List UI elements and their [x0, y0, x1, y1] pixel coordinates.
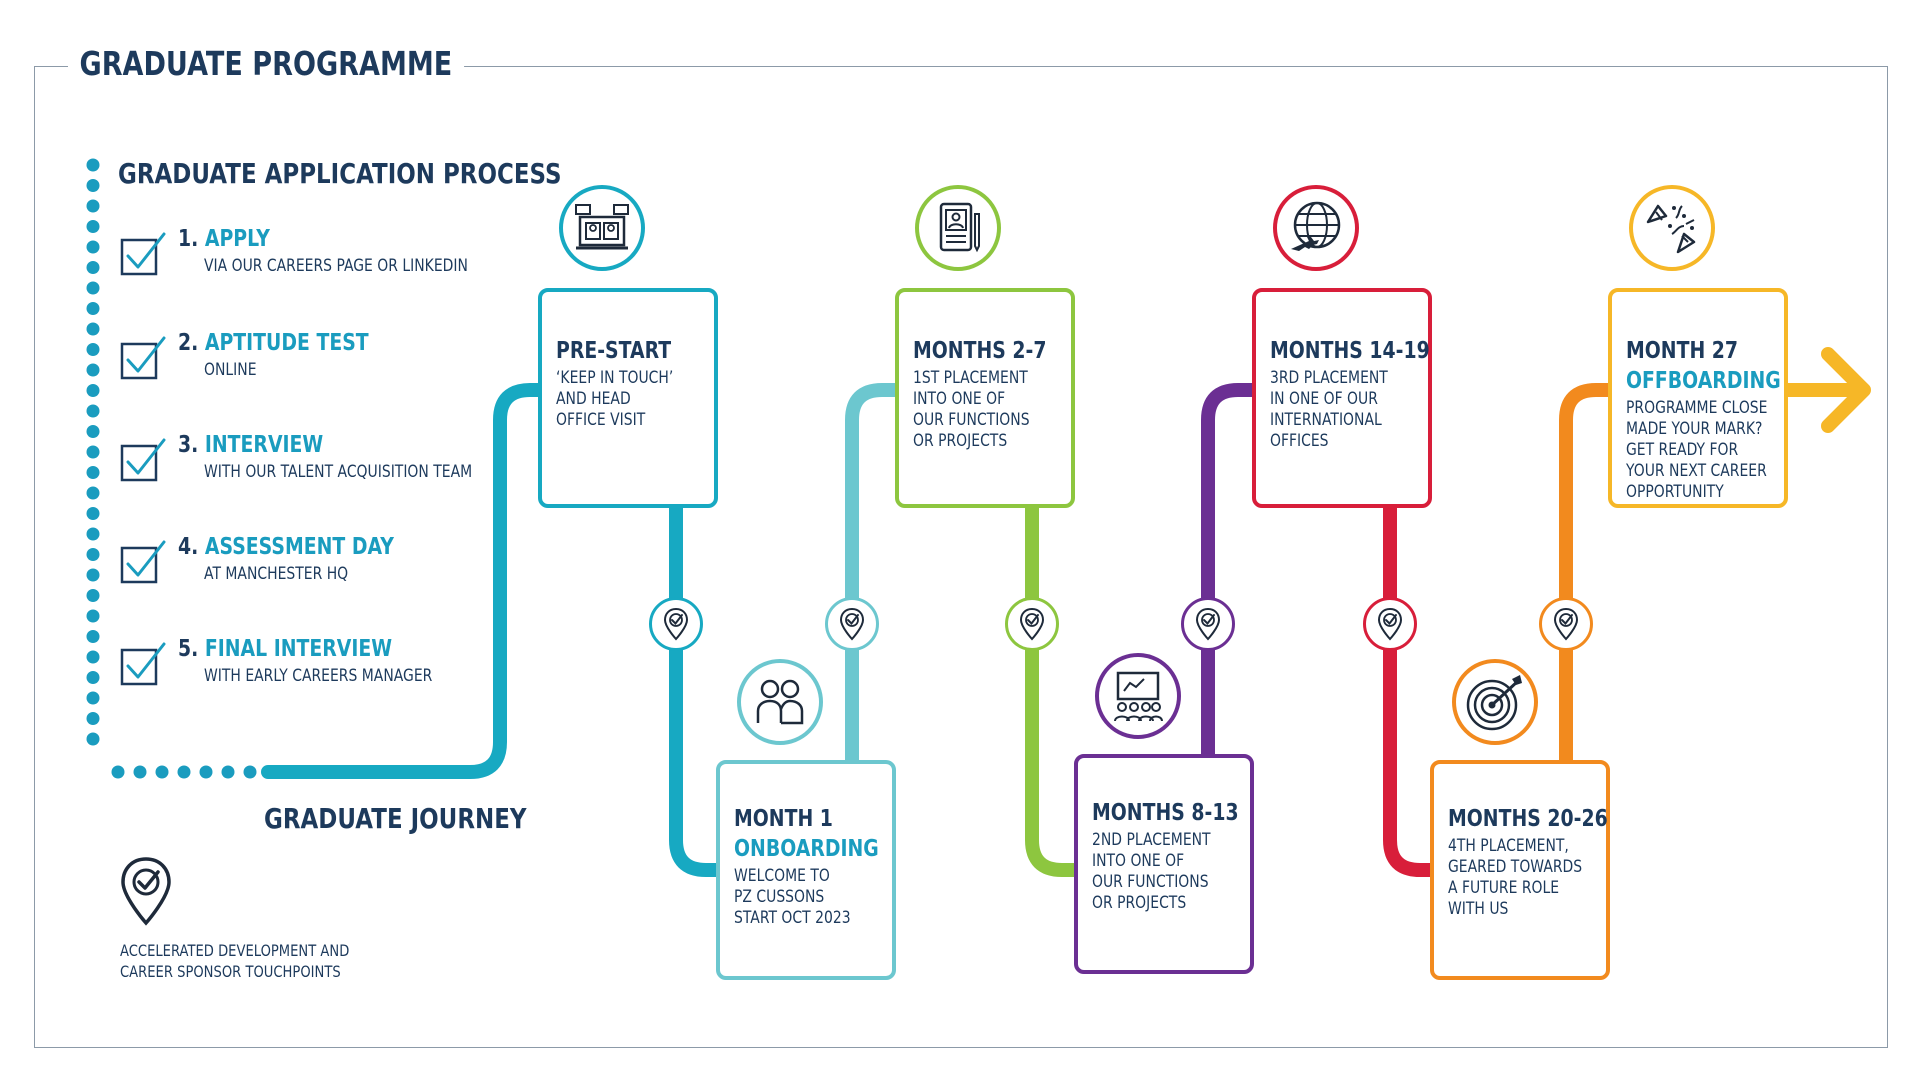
step-description: WITH OUR TALENT ACQUISITION TEAM — [204, 462, 473, 482]
touchpoint-pin-icon — [1363, 597, 1417, 651]
step-description: ONLINE — [204, 360, 257, 380]
video-meeting-icon — [559, 185, 645, 271]
step-heading: 2. APTITUDE TEST — [178, 330, 369, 356]
globe-plane-icon — [1273, 185, 1359, 271]
stage-heading: MONTHS 8-13 — [1092, 800, 1239, 826]
application-step: 1. APPLY VIA OUR CAREERS PAGE OR LINKEDIN — [120, 226, 540, 296]
application-process-title: GRADUATE APPLICATION PROCESS — [118, 157, 562, 190]
step-heading: 1. APPLY — [178, 226, 270, 252]
presentation-icon — [1095, 653, 1181, 739]
legend-text: ACCELERATED DEVELOPMENT AND CAREER SPONS… — [120, 941, 350, 981]
application-step: 3. INTERVIEW WITH OUR TALENT ACQUISITION … — [120, 432, 540, 502]
location-check-icon — [118, 855, 174, 927]
stage-heading: MONTHS 20-26 — [1448, 806, 1608, 832]
step-heading: 3. INTERVIEW — [178, 432, 324, 458]
journey-stage-card: MONTHS 20-26 4TH PLACEMENT,GEARED TOWARDS… — [1430, 760, 1610, 980]
stage-text: MONTHS 20-26 4TH PLACEMENT,GEARED TOWARDS… — [1448, 804, 1668, 920]
stage-heading: MONTH 1 — [734, 806, 833, 832]
touchpoint-pin-icon — [649, 597, 703, 651]
stage-heading: MONTH 27 — [1626, 338, 1739, 364]
stage-subheading: ONBOARDING — [734, 836, 879, 862]
step-description: VIA OUR CAREERS PAGE OR LINKEDIN — [204, 256, 468, 276]
checkbox-checked-icon — [120, 438, 166, 482]
stage-heading: MONTHS 2-7 — [913, 338, 1047, 364]
checkbox-checked-icon — [120, 232, 166, 276]
stage-heading: PRE-START — [556, 338, 672, 364]
stage-heading: MONTHS 14-19 — [1270, 338, 1430, 364]
checkbox-checked-icon — [120, 540, 166, 584]
checkbox-checked-icon — [120, 336, 166, 380]
touchpoint-pin-icon — [1539, 597, 1593, 651]
step-description: AT MANCHESTER HQ — [204, 564, 349, 584]
application-step: 4. ASSESSMENT DAY AT MANCHESTER HQ — [120, 534, 540, 604]
outer-frame — [34, 66, 1888, 1048]
people-icon — [737, 659, 823, 745]
target-icon — [1452, 659, 1538, 745]
touchpoint-pin-icon — [825, 597, 879, 651]
step-description: WITH EARLY CAREERS MANAGER — [204, 666, 433, 686]
application-step: 2. APTITUDE TEST ONLINE — [120, 330, 540, 400]
party-popper-icon — [1629, 185, 1715, 271]
graduate-journey-title: GRADUATE JOURNEY — [264, 802, 527, 835]
page-title: GRADUATE PROGRAMME — [68, 44, 464, 83]
step-heading: 4. ASSESSMENT DAY — [178, 534, 394, 560]
checkbox-checked-icon — [120, 642, 166, 686]
stage-subheading: OFFBOARDING — [1626, 368, 1781, 394]
step-heading: 5. FINAL INTERVIEW — [178, 636, 393, 662]
application-step: 5. FINAL INTERVIEW WITH EARLY CAREERS MAN… — [120, 636, 540, 706]
touchpoint-pin-icon — [1181, 597, 1235, 651]
id-document-icon — [915, 185, 1001, 271]
touchpoint-pin-icon — [1005, 597, 1059, 651]
